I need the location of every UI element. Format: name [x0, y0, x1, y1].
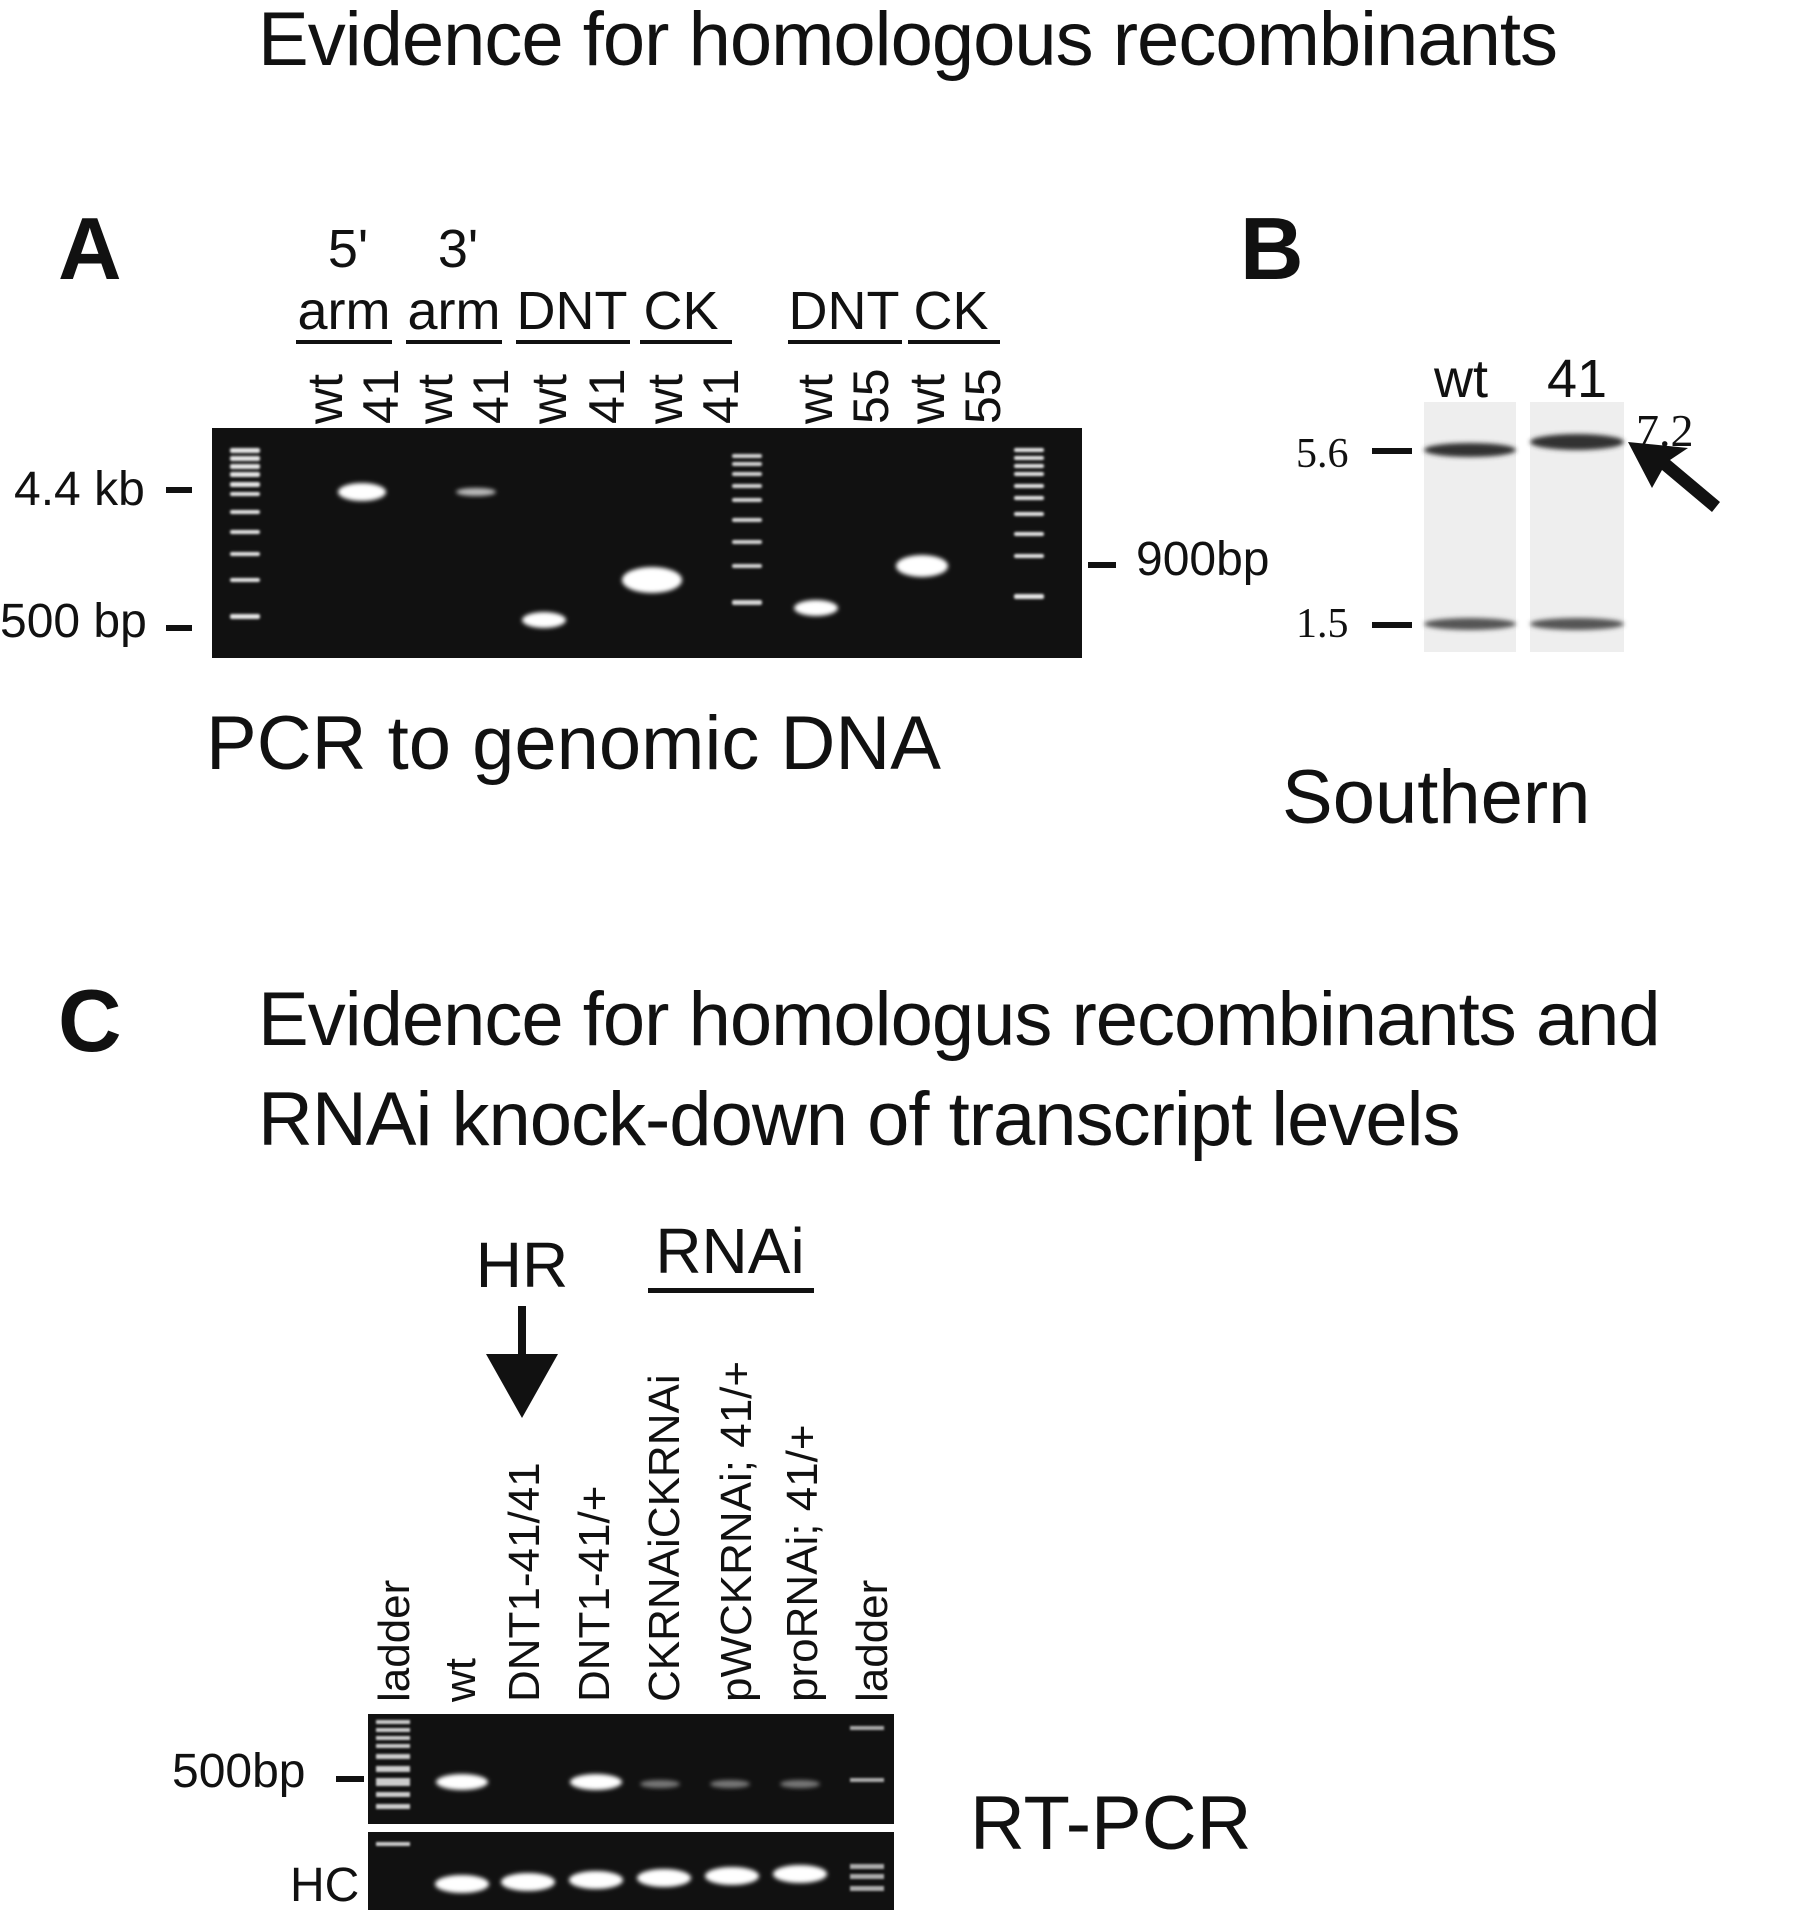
gel-background: [212, 428, 1082, 658]
rnai-label: RNAi: [655, 1215, 805, 1287]
marker-tick: [1088, 562, 1116, 568]
panel-a-letter: A: [58, 199, 122, 298]
band-ckrnai: [640, 1780, 680, 1788]
lane-label: DNT1-41/+: [570, 1485, 619, 1702]
band-pwckrnai: [710, 1780, 750, 1788]
lane-label: 41: [693, 368, 749, 424]
figure-title: Evidence for homologous recombinants: [258, 0, 1558, 82]
blot-band-wt-1-5: [1424, 618, 1516, 630]
marker-1-5: 1.5: [1296, 601, 1349, 647]
lane-label: ladder: [848, 1579, 897, 1702]
lane-label: CKRNAiCKRNAi: [640, 1374, 689, 1702]
band-3arm-41: [456, 488, 496, 496]
hc-band-prornai: [773, 1865, 827, 1883]
panel-c-caption: RT-PCR: [970, 1781, 1252, 1866]
group-ck1-underline: [640, 340, 732, 344]
lane-label: DNT1-41/41: [500, 1462, 549, 1702]
hc-band-dnt1-41-41: [501, 1873, 555, 1891]
rt-pcr-gel-image: [368, 1714, 894, 1910]
lane-label: wt: [521, 374, 577, 424]
panel-a-caption: PCR to genomic DNA: [206, 701, 941, 786]
lane-label: pWCKRNAi; 41/+: [712, 1360, 761, 1702]
down-arrow-icon: [486, 1306, 558, 1418]
marker-500bp-c: 500bp: [172, 1745, 306, 1798]
marker-tick: [336, 1776, 364, 1782]
lane-label: wt: [436, 1658, 485, 1702]
gel-top-background: [368, 1714, 894, 1824]
group-dnt1-label: DNT: [516, 281, 628, 341]
panel-c-letter: C: [58, 971, 122, 1070]
group-ck1-label: CK: [643, 281, 719, 341]
panel-c-title-line2: RNAi knock-down of transcript levels: [258, 1077, 1461, 1162]
marker-tick: [1372, 622, 1412, 628]
group-dnt2-label: DNT: [788, 281, 900, 341]
hc-band-wt: [435, 1875, 489, 1893]
band-wt: [436, 1774, 488, 1790]
lane-label: 41: [579, 368, 635, 424]
gel-image-a: [212, 428, 1082, 658]
group-5arm-underline: [296, 340, 392, 344]
panel-c-title-line1: Evidence for homologus recombinants and: [258, 977, 1661, 1062]
lane-label: proRNAi; 41/+: [778, 1424, 827, 1702]
ladder-lane-right: [850, 1726, 884, 1891]
blot-band-41-1-5: [1530, 618, 1624, 630]
arrow-icon: [1628, 442, 1720, 512]
group-5arm-top: 5': [327, 219, 369, 279]
lane-41: 41: [1546, 349, 1608, 409]
southern-blot-image: [1424, 402, 1624, 652]
lane-label: wt: [407, 374, 463, 424]
lane-label: wt: [637, 374, 693, 424]
group-dnt2-underline: [788, 340, 902, 344]
band-dnt1-41-plus: [570, 1774, 622, 1790]
hc-label: HC: [290, 1859, 360, 1912]
band-dnt-wt-2: [794, 600, 838, 616]
ladder-lane-3: [1014, 448, 1044, 599]
lane-label: wt: [899, 374, 955, 424]
marker-900bp: 900bp: [1136, 533, 1270, 586]
band-ck-wt-2: [896, 555, 948, 577]
marker-tick: [166, 625, 192, 631]
panel-b-caption: Southern: [1282, 755, 1591, 840]
marker-5-6: 5.6: [1296, 431, 1349, 477]
rnai-underline: [648, 1288, 814, 1293]
marker-tick: [1372, 448, 1412, 454]
group-3arm-underline: [406, 340, 502, 344]
marker-tick: [166, 487, 192, 493]
group-ck2-underline: [908, 340, 1000, 344]
lane-label: 41: [353, 368, 409, 424]
ladder-lane-1: [230, 448, 260, 619]
ladder-lane-left: [376, 1720, 410, 1846]
blot-lane-wt: [1424, 402, 1516, 652]
group-5arm-label: arm: [297, 281, 391, 341]
group-3arm-top: 3': [437, 219, 479, 279]
ladder-lane-2: [732, 454, 762, 605]
group-dnt1-underline: [516, 340, 630, 344]
band-dnt-wt: [522, 612, 566, 628]
band-prornai: [780, 1780, 820, 1788]
blot-band-41-7-2: [1530, 434, 1624, 450]
band-5arm-41: [338, 483, 386, 501]
hc-band-pwckrnai: [705, 1867, 759, 1885]
blot-band-wt-5-6: [1424, 443, 1516, 457]
marker-500bp: 500 bp: [0, 595, 147, 648]
group-ck2-label: CK: [913, 281, 989, 341]
lane-wt: wt: [1434, 349, 1488, 409]
marker-4-4kb: 4.4 kb: [14, 463, 145, 516]
lane-label: 55: [843, 368, 899, 424]
hc-band-dnt1-41-plus: [569, 1871, 623, 1889]
lane-label: 55: [955, 368, 1011, 424]
lane-label: wt: [297, 374, 353, 424]
panel-b-letter: B: [1240, 199, 1304, 298]
hr-label: HR: [475, 1229, 569, 1301]
group-3arm-label: arm: [407, 281, 501, 341]
lane-label: wt: [787, 374, 843, 424]
lane-label: 41: [463, 368, 519, 424]
hc-band-ckrnai: [637, 1869, 691, 1887]
lane-label: ladder: [370, 1579, 419, 1702]
band-ck-wt: [622, 567, 682, 593]
